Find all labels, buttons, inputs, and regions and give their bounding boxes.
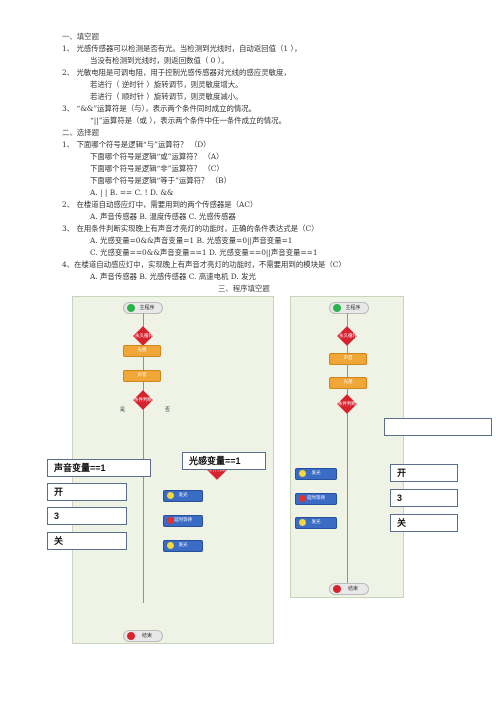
led-on-label-right: 发光 [311,471,321,476]
answer-box-light: 光感变量==1 [182,452,266,470]
led-on-label: 发光 [178,493,188,498]
c3-ab: A. 光感变量=0&&声音变量=1 B. 光感变量=0||声音变量=1 [90,236,293,245]
q1: 1、 光感传感器可以检测是否有光。当检测到光线时，自动返回值（1 ）， [62,44,302,53]
main-line-right [347,313,348,585]
flowchart-right: 主程序 永久循环 声音 光感 条件判断 发光 延时等待 发光 结束 [290,296,404,598]
c2-options: A. 声音传感器 B. 温度传感器 C. 光感传感器 [90,212,236,221]
bulb-icon [167,492,174,499]
cond-yes: 是 [120,407,126,413]
timer-icon [167,517,174,524]
end-icon-right [333,585,341,593]
c1-b: 下面哪个符号是逻辑“或”运算符？ （A） [90,152,224,161]
end-label: 结束 [141,633,152,639]
cond-label: 条件判断 [134,398,152,403]
c1-d: 下面哪个符号是逻辑“等于”运算符？ （B） [90,176,231,185]
c1: 1、 下面哪个符号是逻辑“与”运算符？ （D） [62,140,211,149]
led-off-block: 发光 [163,540,203,552]
delay-block-right: 延时等待 [295,493,337,505]
bulb-off-icon [167,542,174,549]
start-label-right: 主程序 [345,305,361,311]
delay-label: 延时等待 [174,518,192,523]
end-node: 结束 [123,630,163,642]
end-icon [127,632,135,640]
bulb-icon-right [299,470,306,477]
end-label-right: 结束 [347,586,358,592]
answer-box-3-right: 3 [390,489,458,507]
light-sensor-block: 光感 [123,345,161,357]
answer-box-sound: 声音变量==1 [47,459,151,477]
answer-box-3-left: 3 [47,507,127,525]
c1-c: 下面哪个符号是逻辑“非”运算符？ （C） [90,164,224,173]
sound-sensor-block: 声音 [123,370,161,382]
led-off-block-right: 发光 [295,517,337,529]
main-line [143,313,144,603]
led-off-label-right: 发光 [311,520,321,525]
delay-label-right: 延时等待 [307,496,325,501]
answer-box-off-right: 关 [390,514,458,532]
end-node-right: 结束 [329,583,369,595]
c4-options: A. 声音传感器 B. 光感传感器 C. 高速电机 D. 发光 [90,272,256,281]
answer-box-on-left: 开 [47,483,127,501]
loop-label-right: 永久循环 [339,334,357,339]
q2-b: 若进行（ 逆时针 ）旋转调节，则灵敏度增大。 [90,80,243,89]
light-block-right: 光感 [329,377,367,389]
delay-block: 延时等待 [163,515,203,527]
sound-block-right: 声音 [329,353,367,365]
answer-box-on-right: 开 [390,464,458,482]
start-node-right: 主程序 [329,302,369,314]
led-on-block: 发光 [163,490,203,502]
start-label: 主程序 [139,305,155,311]
answer-box-right-top [384,418,492,436]
timer-icon-right [299,495,306,502]
start-icon-right [333,304,341,312]
bulb-off-icon-right [299,519,306,526]
c3-cd: C. 光感变量==0&&声音变量==1 D. 光感变量==0||声音变量==1 [90,248,318,257]
c1-options: A. | | B. == C. ! D. && [90,188,174,197]
c4: 4、在楼道自动感应灯中，实现晚上有声音才亮灯的功能时，不需要用到的模块是（C） [62,260,346,269]
section-choice-title: 二、选择题 [62,128,99,137]
q3-b: “||”运算符是（或 ），表示两个条件中任一条件成立的情况。 [90,116,286,125]
cond-no: 否 [165,407,171,413]
q1-b: 当没有检测到光线时，则返回数值（ 0 ）。 [90,56,229,65]
led-off-label: 发光 [178,543,188,548]
c3: 3、 在用条件判断实现晚上有声音才亮灯的功能时，正确的条件表达式是（C） [62,224,319,233]
q2: 2、 光敏电阻是可调电阻，用于控制光感传感器对光线的感应灵敏度， [62,68,291,77]
loop-label: 永久循环 [135,334,153,339]
q2-c: 若进行（ 顺时针 ）旋转调节，则灵敏度减小。 [90,92,243,101]
start-icon [127,304,135,312]
led-on-block-right: 发光 [295,468,337,480]
answer-box-off-left: 关 [47,532,127,550]
section-program-title: 三、程序填空题 [218,284,270,293]
c2: 2、 在楼道自动感应灯中，需要用到的两个传感器是（AC） [62,200,258,209]
q3: 3、 “&&”运算符是（与），表示两个条件同时成立的情况。 [62,104,257,113]
section-fill-title: 一、填空题 [62,32,99,41]
cond-label-right: 条件判断 [338,402,356,407]
cond2-label: 条件判断 [208,468,226,473]
